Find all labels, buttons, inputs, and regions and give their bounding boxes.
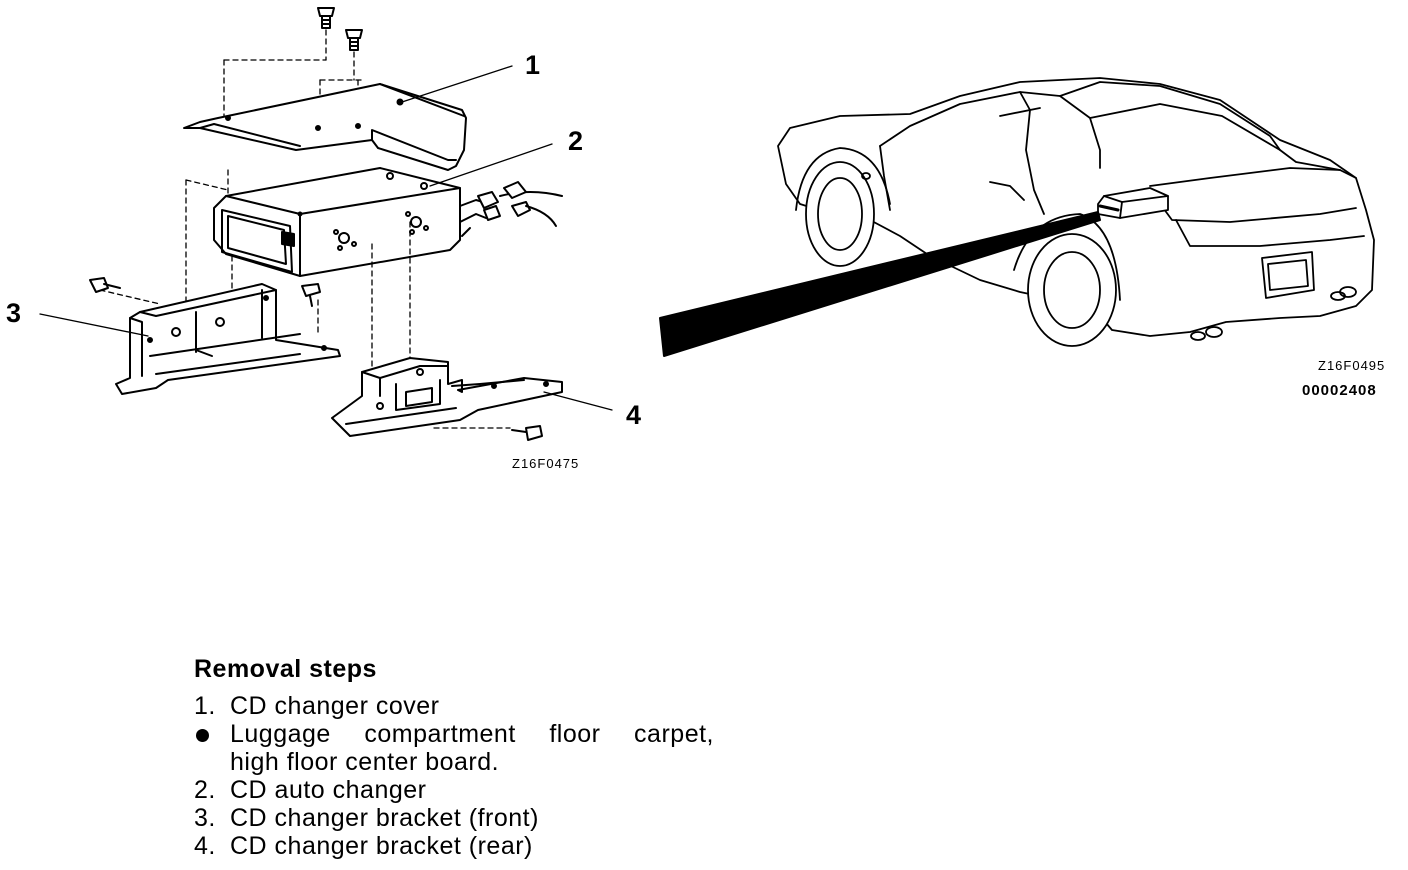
step-text-2: CD auto changer: [230, 776, 427, 804]
callout-1: 1: [525, 50, 541, 80]
removal-step-4: 4. CD changer bracket (rear): [194, 832, 714, 860]
callout-4: 4: [626, 400, 642, 430]
leader-line-2: [429, 143, 553, 187]
step-marker-2: 2.: [194, 776, 216, 804]
removal-steps: Removal steps 1. CD changer cover Luggag…: [194, 655, 714, 860]
step-marker-4: 4.: [194, 832, 216, 860]
cover-screw-right-icon: [345, 29, 363, 51]
step-marker-1: 1.: [194, 692, 216, 720]
step-text-1: CD changer cover: [230, 692, 440, 720]
figure-code-vehicle: Z16F0495: [1318, 358, 1386, 373]
document-number: 00002408: [1302, 382, 1377, 399]
bracket-front-screw-icon: [89, 277, 121, 293]
location-pointer: [659, 211, 1101, 357]
cd-auto-changer: [213, 167, 563, 277]
step-text-bullet-line-1: Luggage compartment floor carpet,: [230, 720, 714, 748]
bullet-icon: [196, 729, 209, 742]
removal-step-2: 2. CD auto changer: [194, 776, 714, 804]
callout-2: 2: [568, 126, 584, 156]
bracket-front-screw-2-icon: [301, 283, 321, 307]
callout-3: 3: [6, 298, 22, 328]
cd-changer-bracket-rear: [331, 357, 563, 437]
leader-line-4: [543, 391, 613, 411]
step-text-3: CD changer bracket (front): [230, 804, 539, 832]
removal-step-3: 3. CD changer bracket (front): [194, 804, 714, 832]
step-text-bullet-line-2: high floor center board.: [230, 748, 500, 776]
step-text-4: CD changer bracket (rear): [230, 832, 533, 860]
removal-steps-title: Removal steps: [194, 655, 377, 683]
cd-changer-bracket-front: [115, 283, 341, 395]
removal-step-bullet: Luggage compartment floor carpet, high f…: [194, 720, 714, 776]
cover-screw-left-icon: [317, 7, 335, 29]
step-marker-3: 3.: [194, 804, 216, 832]
figure-code-exploded: Z16F0475: [512, 456, 580, 471]
removal-step-1: 1. CD changer cover: [194, 692, 714, 720]
cd-changer-cover: [183, 83, 467, 171]
bracket-rear-screw-icon: [511, 425, 543, 441]
leader-line-1: [401, 65, 513, 103]
leader-line-3: [39, 313, 149, 337]
vehicle-illustration: [777, 77, 1375, 347]
